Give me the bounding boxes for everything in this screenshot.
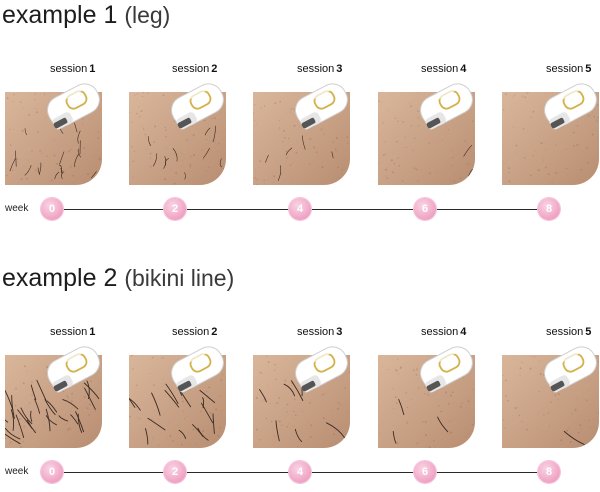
week-marker: 6	[414, 198, 436, 220]
ipl-device-icon	[288, 78, 354, 130]
week-label: week	[5, 203, 29, 214]
example-title: example 1 (leg)	[2, 0, 170, 30]
ipl-device-icon	[164, 341, 230, 393]
ipl-device-icon	[288, 341, 354, 393]
week-marker: 0	[41, 198, 63, 220]
week-marker: 8	[538, 198, 560, 220]
example-title-main: example 1	[2, 1, 118, 29]
ipl-device-icon	[413, 341, 479, 393]
week-marker: 0	[41, 461, 63, 483]
week-marker: 8	[538, 461, 560, 483]
week-marker: 4	[289, 198, 311, 220]
ipl-device-icon	[413, 78, 479, 130]
week-marker: 6	[414, 461, 436, 483]
example-title: example 2 (bikini line)	[2, 263, 234, 293]
ipl-device-icon	[40, 341, 106, 393]
week-marker: 2	[164, 461, 186, 483]
ipl-device-icon	[164, 78, 230, 130]
week-label: week	[5, 466, 29, 477]
example-title-area: (leg)	[124, 2, 171, 28]
week-marker: 2	[164, 198, 186, 220]
week-marker: 4	[289, 461, 311, 483]
example-title-main: example 2	[2, 264, 118, 292]
ipl-device-icon	[537, 341, 600, 393]
ipl-device-icon	[40, 78, 106, 130]
example-title-area: (bikini line)	[124, 265, 235, 291]
ipl-device-icon	[537, 78, 600, 130]
